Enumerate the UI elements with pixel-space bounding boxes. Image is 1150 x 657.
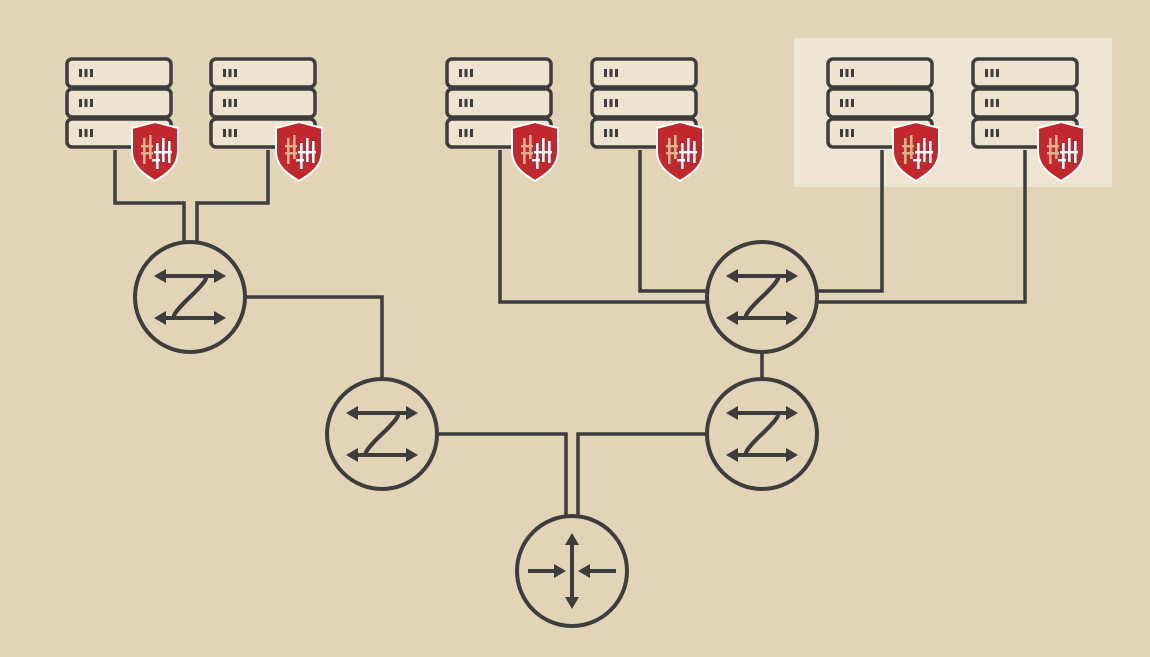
link-sw-left-sw-mid-left bbox=[245, 295, 384, 379]
link-sw-mid-left-router bbox=[437, 432, 568, 516]
link-sw-mid-right-router bbox=[576, 432, 707, 516]
switch-icon[interactable] bbox=[133, 240, 247, 354]
link-s2-sw-left bbox=[195, 150, 270, 243]
server-4[interactable] bbox=[590, 57, 704, 182]
firewall-shield-icon bbox=[131, 121, 179, 182]
server-3[interactable] bbox=[445, 57, 559, 182]
link-s4-sw-right bbox=[638, 150, 706, 293]
link-s1-sw-left bbox=[113, 150, 186, 243]
router-icon[interactable] bbox=[515, 514, 629, 628]
firewall-shield-icon bbox=[275, 121, 323, 182]
link-s5-sw-right bbox=[818, 150, 884, 293]
firewall-shield-icon bbox=[511, 121, 559, 182]
server-1[interactable] bbox=[65, 57, 179, 182]
switch-icon[interactable] bbox=[705, 377, 819, 491]
links bbox=[113, 150, 1027, 516]
link-s6-sw-right bbox=[818, 150, 1027, 304]
link-s3-sw-right bbox=[498, 150, 706, 304]
firewall-shield-icon bbox=[656, 121, 704, 182]
switch-icon[interactable] bbox=[705, 240, 819, 354]
switch-icon[interactable] bbox=[325, 377, 439, 491]
